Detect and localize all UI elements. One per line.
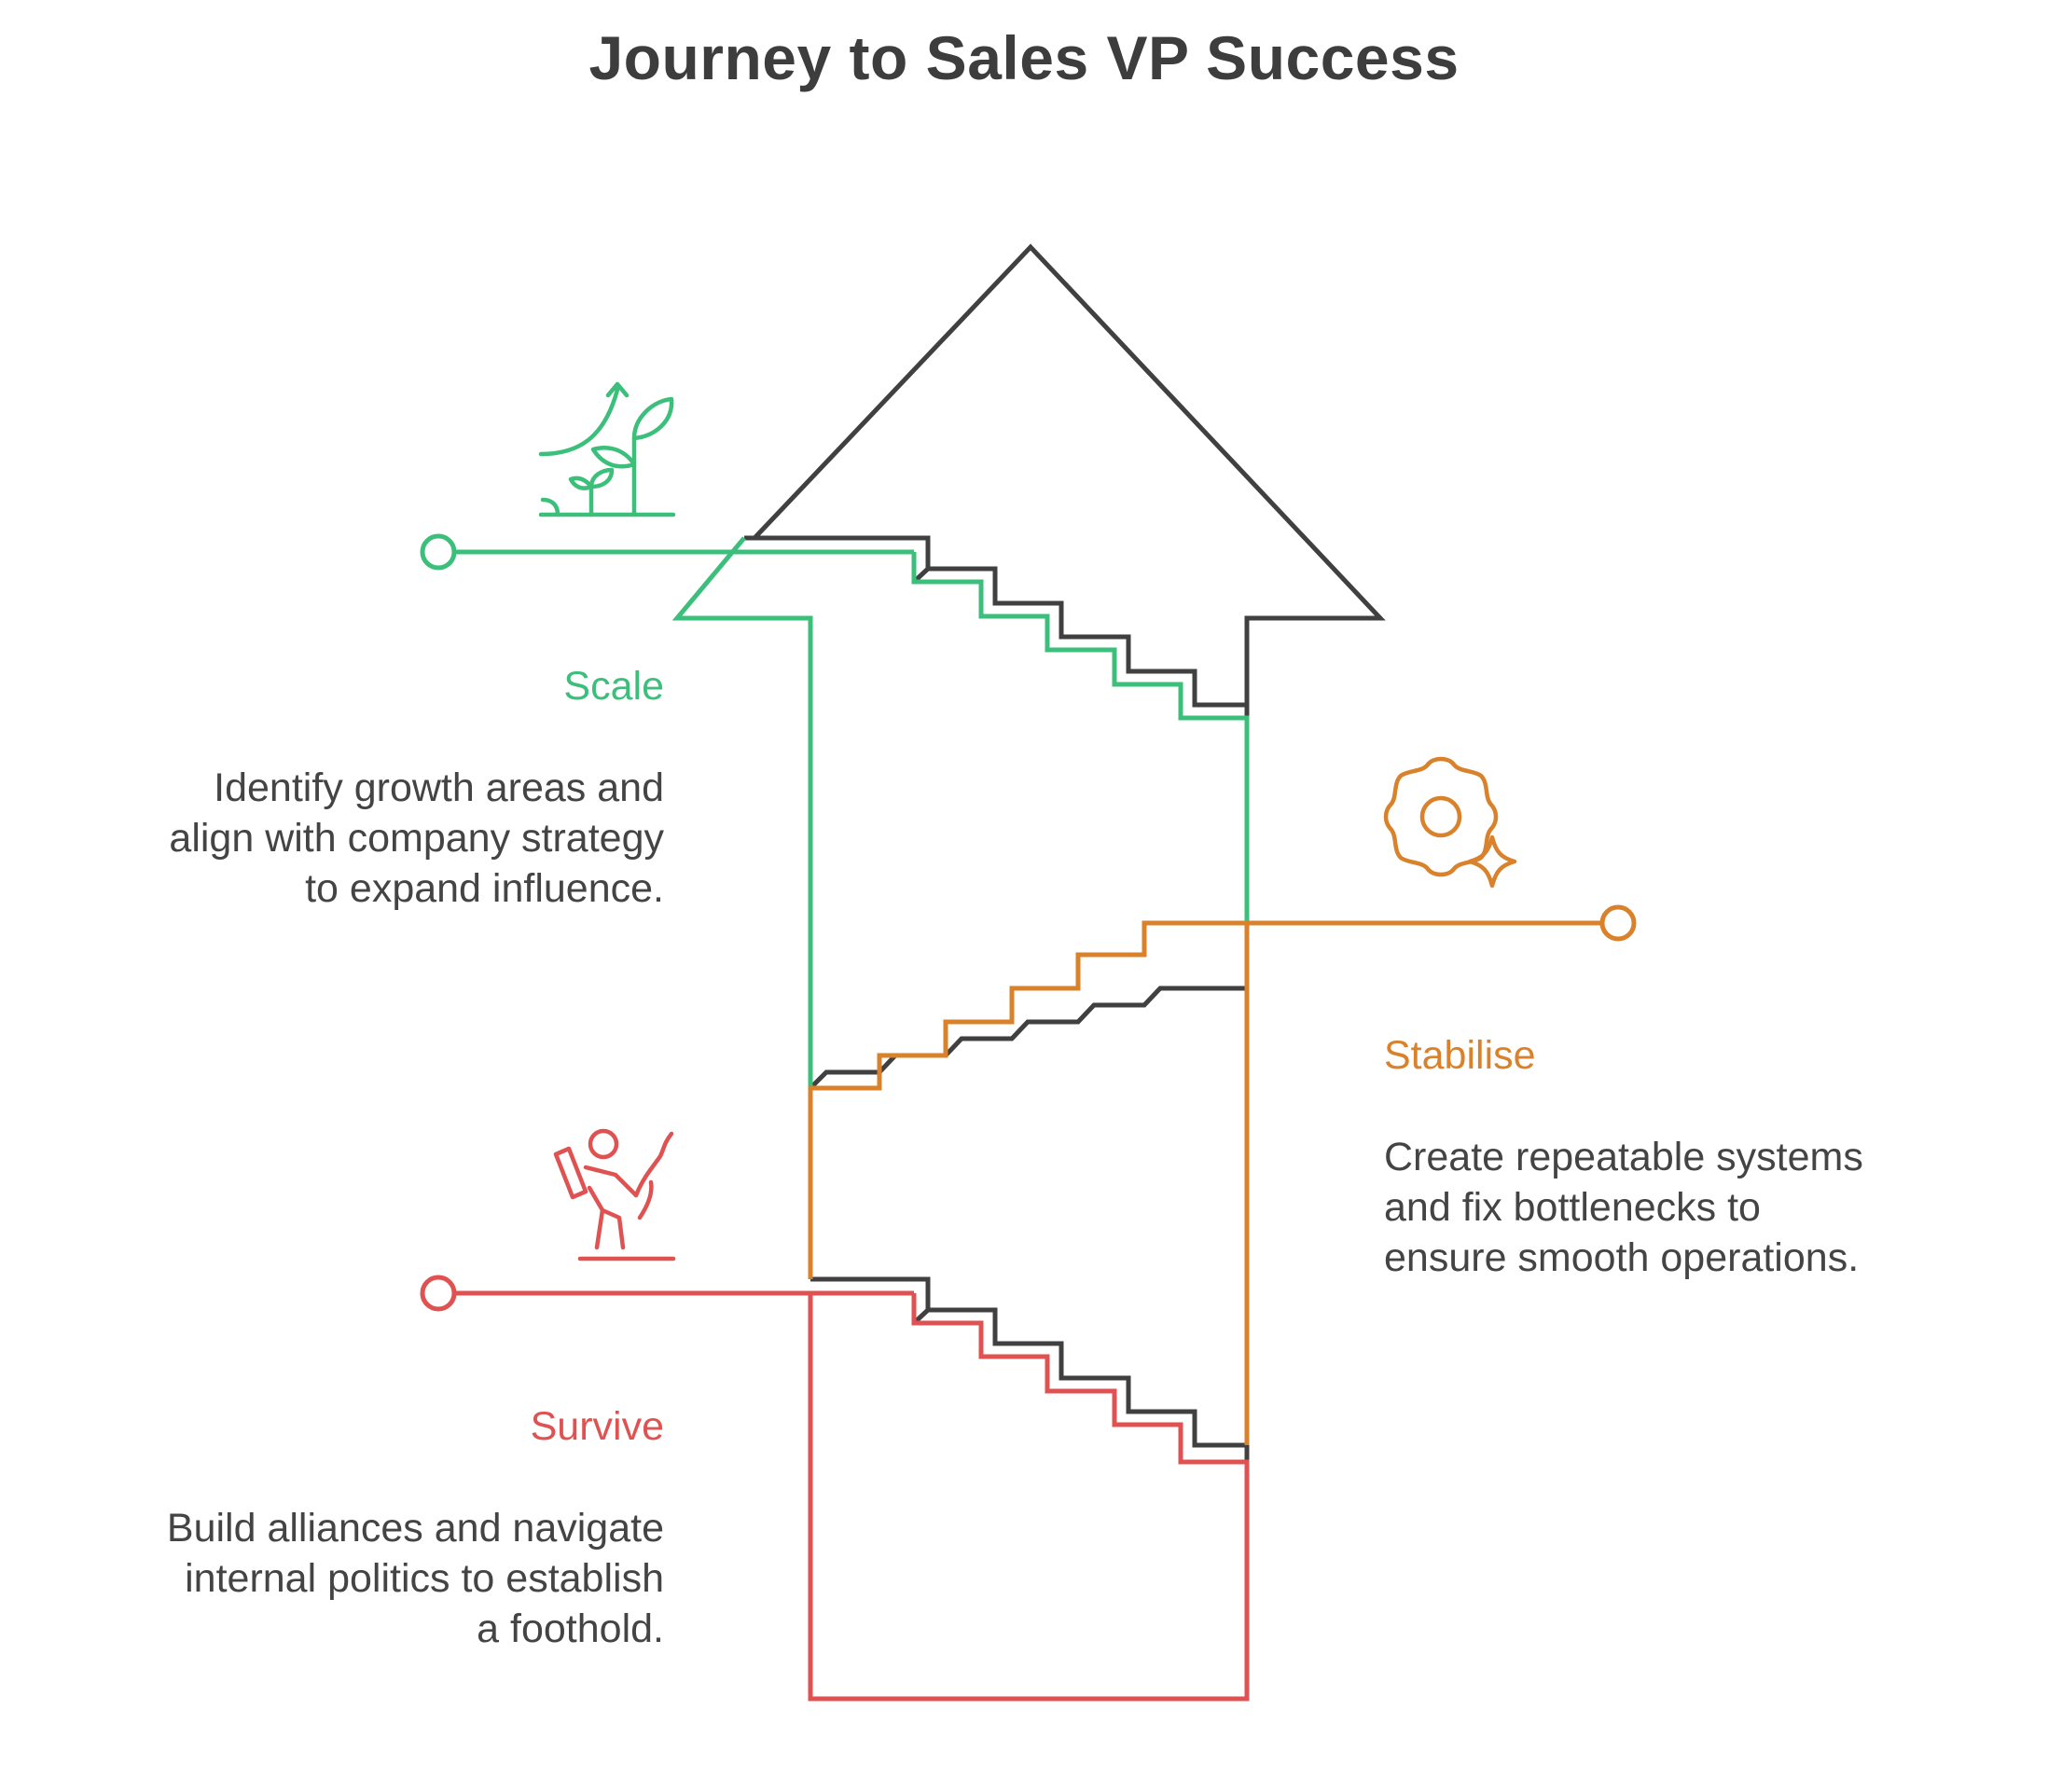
gear-sparkle-icon	[1383, 756, 1517, 889]
stabilise-description-line-3: ensure smooth operations.	[1384, 1235, 1860, 1280]
stabilise-connector-dot	[1599, 904, 1637, 942]
page-title: Journey to Sales VP Success	[588, 23, 1460, 92]
arrow-outline	[744, 243, 1386, 1462]
scale-section	[420, 533, 1250, 1088]
stabilise-stairs	[808, 920, 1247, 1279]
scale-arrow-left-edge	[671, 536, 813, 1088]
survive-title: Survive	[530, 1404, 664, 1449]
growing-plant-icon	[538, 381, 676, 517]
survive-section	[420, 1275, 1250, 1702]
arrowhead-outline	[754, 243, 1386, 718]
stabilise-section	[808, 904, 1637, 1445]
stabilise-description-line-1: Create repeatable systems	[1384, 1135, 1863, 1179]
scale-description-line-1: Identify growth areas and	[214, 765, 664, 810]
survive-connector-dot	[420, 1275, 457, 1312]
scale-description-line-3: to expand influence.	[305, 866, 664, 911]
stabilise-description: Create repeatable systems and fix bottle…	[1384, 1132, 2000, 1283]
climber-icon	[553, 1128, 676, 1261]
survive-description-line-3: a foothold.	[477, 1606, 664, 1651]
stabilise-stairs-outline	[809, 986, 1250, 1090]
stabilise-description-line-2: and fix bottlenecks to	[1384, 1185, 1761, 1230]
scale-connector-dot	[420, 533, 457, 571]
scale-title: Scale	[563, 664, 664, 709]
scale-description: Identify growth areas and align with com…	[93, 763, 664, 914]
survive-description: Build alliances and navigate internal po…	[93, 1503, 664, 1654]
scale-stairs-outline	[744, 535, 1247, 708]
survive-description-line-1: Build alliances and navigate	[166, 1506, 664, 1551]
survive-stairs	[808, 1293, 1250, 1702]
scale-description-line-2: align with company strategy	[169, 816, 664, 861]
survive-description-line-2: internal politics to establish	[185, 1556, 664, 1601]
stabilise-title: Stabilise	[1384, 1033, 1536, 1078]
scale-stairs	[911, 552, 1250, 988]
